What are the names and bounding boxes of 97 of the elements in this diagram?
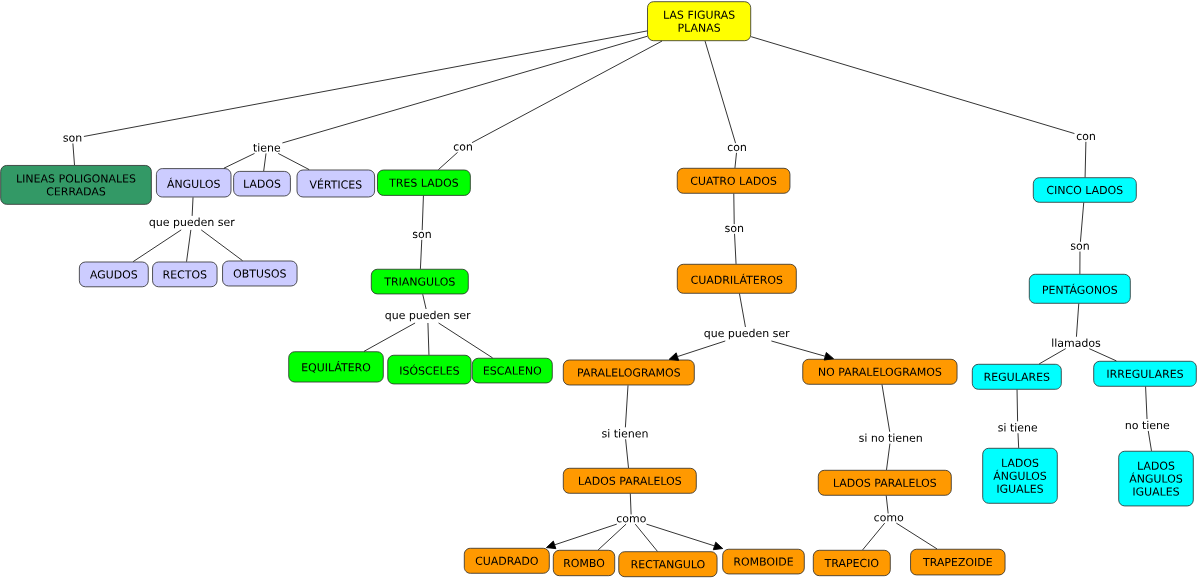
arrow bbox=[646, 523, 724, 551]
connector-line bbox=[625, 385, 629, 428]
concept-box: PENTÁGONOS bbox=[1028, 273, 1131, 304]
connector-line bbox=[421, 195, 424, 231]
arrow bbox=[668, 340, 726, 361]
connector-line bbox=[1076, 303, 1080, 338]
linking-phrase: son bbox=[63, 135, 82, 142]
connector-line bbox=[1038, 348, 1067, 365]
linking-phrase: son bbox=[1070, 243, 1089, 250]
connector-line bbox=[862, 522, 886, 551]
linking-phrase: que pueden ser bbox=[704, 328, 790, 340]
connector-line bbox=[704, 40, 736, 144]
concept-box: TRAPEZOIDE bbox=[910, 548, 1006, 576]
arrow bbox=[546, 523, 618, 550]
concept-box: IRREGULARES bbox=[1093, 360, 1197, 387]
concept-box: NO PARALELOGRAMOS bbox=[802, 358, 958, 385]
linking-phrase: con bbox=[727, 144, 746, 152]
connector-line bbox=[277, 153, 310, 170]
concept-box: AGUDOS bbox=[78, 261, 149, 288]
linking-phrase: no tiene bbox=[1125, 420, 1170, 430]
concept-box: OBTUSOS bbox=[222, 260, 298, 287]
connector-line bbox=[629, 493, 632, 515]
connector-line bbox=[223, 153, 255, 169]
concept-box: LINEAS POLIGONALES CERRADAS bbox=[0, 165, 152, 205]
linking-phrase: como bbox=[616, 516, 646, 523]
connector-line bbox=[282, 35, 648, 144]
arrow bbox=[771, 340, 834, 361]
connector-line bbox=[438, 322, 493, 359]
connector-line bbox=[263, 153, 267, 172]
connector-line bbox=[438, 151, 458, 170]
connector-line bbox=[739, 293, 746, 328]
concept-box: TRES LADOS bbox=[377, 169, 471, 196]
connector-line bbox=[186, 229, 192, 262]
connector-line bbox=[200, 229, 243, 261]
linking-phrase: con bbox=[1076, 133, 1095, 141]
concept-box: LADOS PARALELOS bbox=[562, 467, 697, 494]
linking-phrase: si tienen bbox=[602, 429, 648, 438]
connector-line bbox=[1016, 389, 1018, 422]
linking-phrase: son bbox=[725, 225, 744, 233]
connector-line bbox=[1084, 141, 1087, 178]
connector-line bbox=[733, 193, 735, 225]
concept-box: TRIANGULOS bbox=[370, 268, 469, 295]
connector-line bbox=[471, 40, 663, 144]
linking-phrase: que pueden ser bbox=[385, 310, 471, 322]
connector-line bbox=[1080, 202, 1085, 243]
concept-box: ROMBOIDE bbox=[722, 548, 805, 575]
connector-line bbox=[634, 523, 658, 552]
linking-phrase: si tiene bbox=[998, 423, 1038, 432]
connector-line bbox=[422, 293, 427, 310]
concept-box: ROMBO bbox=[552, 549, 616, 577]
connector-line bbox=[132, 229, 182, 262]
connector-line bbox=[1088, 348, 1117, 362]
concept-box: CINCO LADOS bbox=[1032, 177, 1137, 203]
connector-line bbox=[1147, 430, 1152, 452]
linking-phrase: tiene bbox=[253, 143, 281, 152]
linking-phrase: llamados bbox=[1052, 338, 1101, 347]
concept-box: CUATRO LADOS bbox=[676, 167, 791, 194]
connector-line bbox=[420, 239, 423, 270]
connector-line bbox=[881, 384, 891, 433]
concept-box: EQUILÁTERO bbox=[288, 351, 384, 383]
connector-line bbox=[734, 152, 737, 169]
concept-box: ESCALENO bbox=[471, 357, 553, 384]
concept-box: LADOS bbox=[233, 171, 291, 197]
connector-line bbox=[363, 322, 416, 352]
concept-box: ÁNGULOS bbox=[156, 168, 232, 198]
connector-line bbox=[1017, 432, 1020, 449]
connector-line bbox=[1145, 386, 1148, 420]
linking-phrase: que pueden ser bbox=[149, 217, 235, 229]
concept-box: RECTOS bbox=[152, 261, 218, 288]
connector-line bbox=[427, 322, 430, 356]
linking-phrase: con bbox=[453, 144, 472, 151]
concept-box: CUADRILÁTEROS bbox=[676, 263, 797, 294]
concept-box: CUADRADO bbox=[463, 547, 550, 574]
connector-line bbox=[886, 443, 891, 471]
linking-phrase: son bbox=[412, 231, 431, 239]
connector-line bbox=[885, 495, 889, 514]
connector-line bbox=[83, 30, 648, 137]
concept-box: PARALELOGRAMOS bbox=[562, 359, 695, 386]
linking-phrase: como bbox=[874, 515, 904, 522]
connector-line bbox=[625, 438, 629, 469]
connector-line bbox=[72, 143, 75, 166]
concept-box: LADOS ÁNGULOS IGUALES bbox=[982, 447, 1058, 504]
connector-line bbox=[750, 36, 1075, 134]
connector-line bbox=[597, 523, 627, 551]
concept-box: REGULARES bbox=[971, 363, 1062, 390]
connector-line bbox=[895, 522, 938, 550]
concept-box: VÉRTICES bbox=[296, 169, 375, 198]
connector-line bbox=[734, 233, 737, 265]
concept-box: LADOS ÁNGULOS IGUALES bbox=[1118, 450, 1194, 507]
concept-box: ISÓSCELES bbox=[387, 354, 472, 385]
concept-box: TRAPECIO bbox=[812, 549, 891, 577]
connector-line bbox=[191, 197, 194, 217]
linking-phrase: si no tienen bbox=[859, 433, 922, 442]
connector-line bbox=[1079, 251, 1081, 275]
concept-box: LAS FIGURAS PLANAS bbox=[647, 1, 752, 42]
concept-box: RECTANGULO bbox=[618, 551, 718, 578]
concept-box: LADOS PARALELOS bbox=[817, 469, 952, 496]
